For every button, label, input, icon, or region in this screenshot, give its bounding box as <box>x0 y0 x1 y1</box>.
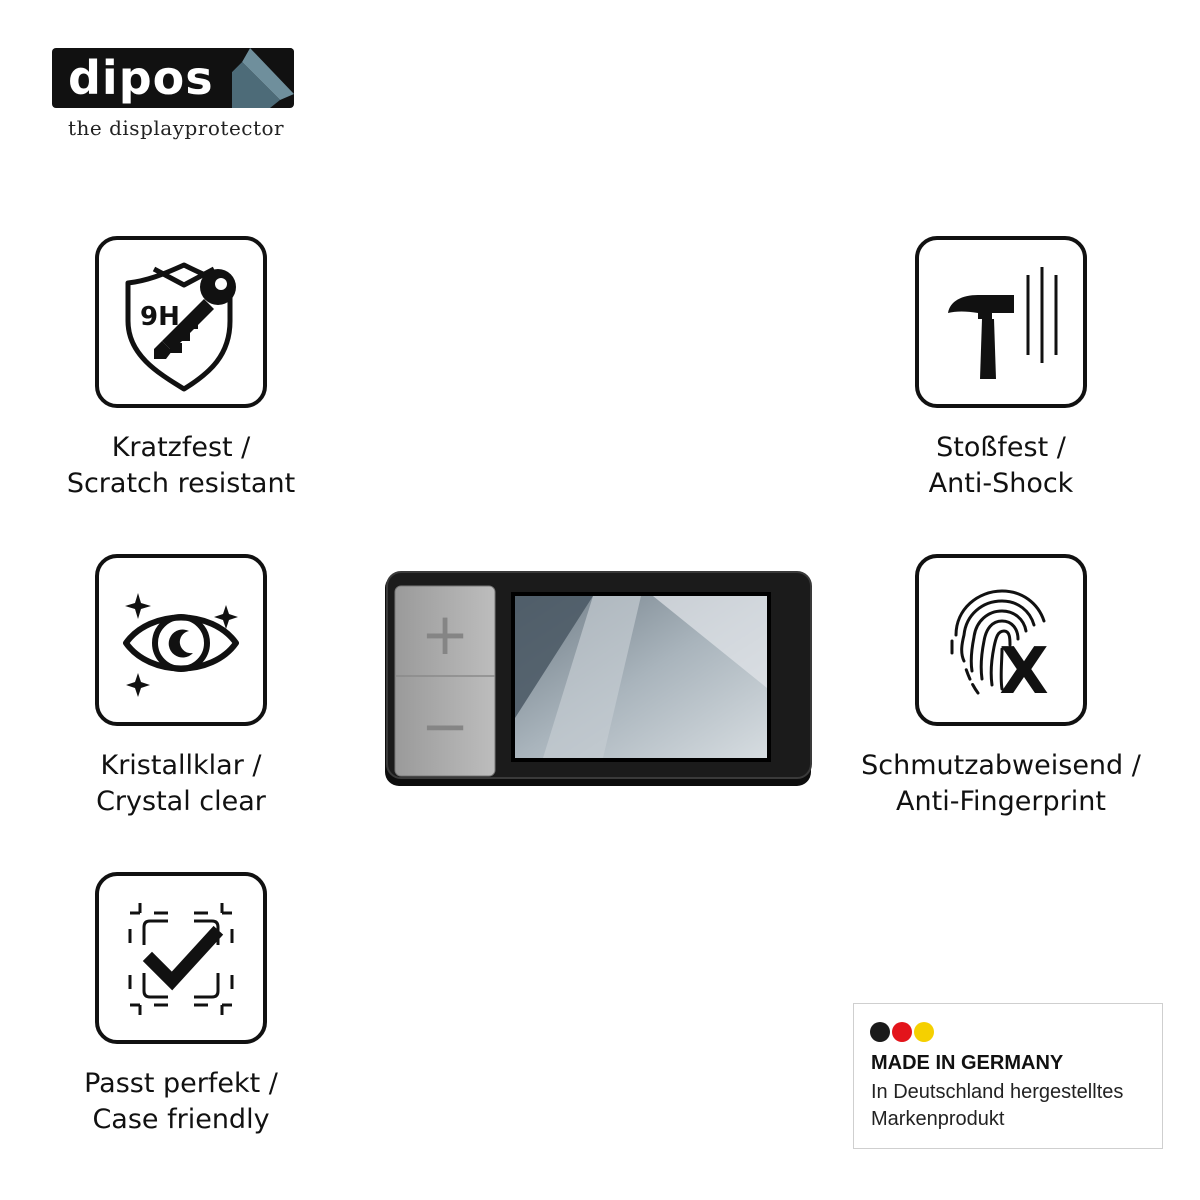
feature-icon-box: 9H <box>95 236 267 408</box>
logo-text: dipos <box>68 51 214 105</box>
made-in-line-1: In Deutschland hergestelltes <box>871 1081 1124 1103</box>
made-in-title: MADE IN GERMANY <box>871 1052 1064 1074</box>
feature-label-de: Stoßfest / <box>936 432 1066 463</box>
feature-label: Kristallklar / Crystal clear <box>31 748 331 820</box>
feature-icon-box <box>915 236 1087 408</box>
feature-icon-box <box>95 554 267 726</box>
feature-label-en: Scratch resistant <box>66 468 296 499</box>
feature-label: Kratzfest / Scratch resistant <box>31 430 331 502</box>
made-in-line-2: Markenprodukt <box>871 1108 1005 1130</box>
feature-label-de: Schmutzabweisend / <box>861 750 1141 781</box>
eye-sparkle-icon <box>123 593 239 697</box>
hammer-icon <box>948 267 1058 379</box>
feature-icon-box <box>95 872 267 1044</box>
feature-label: Passt perfekt / Case friendly <box>31 1066 331 1138</box>
feature-label-en: Crystal clear <box>96 786 266 817</box>
fingerprint-x-mark: X <box>999 635 1048 709</box>
feature-crystal-clear: Kristallklar / Crystal clear <box>31 554 331 820</box>
feature-label: Stoßfest / Anti-Shock <box>851 430 1151 502</box>
fingerprint-x-icon: X <box>950 589 1049 709</box>
feature-label-en: Case friendly <box>92 1104 270 1135</box>
feature-anti-shock: Stoßfest / Anti-Shock <box>851 236 1151 502</box>
peel-corner-icon <box>232 48 294 108</box>
flag-dot-gold <box>914 1022 934 1042</box>
hardness-badge: 9H <box>140 302 180 332</box>
logo-box: dipos <box>52 48 294 108</box>
feature-label-de: Kristallklar / <box>100 750 262 781</box>
flag-dots <box>870 1022 934 1042</box>
feature-label-de: Passt perfekt / <box>84 1068 278 1099</box>
plus-button: + <box>421 600 470 668</box>
flag-dot-black <box>870 1022 890 1042</box>
made-in-germany-badge: MADE IN GERMANY In Deutschland hergestel… <box>853 1003 1163 1149</box>
feature-label-de: Kratzfest / <box>111 432 251 463</box>
flag-dot-red <box>892 1022 912 1042</box>
shield-9h-key-icon: 9H <box>125 262 236 392</box>
feature-icon-box: X <box>915 554 1087 726</box>
feature-label-en: Anti-Fingerprint <box>896 786 1106 817</box>
feature-case-friendly: Passt perfekt / Case friendly <box>31 872 331 1138</box>
feature-label-en: Anti-Shock <box>928 468 1074 499</box>
minus-button: − <box>421 692 470 760</box>
feature-scratch-resistant: 9H Kratzfest / Scratch resistant <box>31 236 331 502</box>
brand-logo: dipos <box>52 48 294 112</box>
device-display-image: + − <box>385 571 812 786</box>
brand-tagline: the displayprotector <box>68 116 285 140</box>
frame-check-icon <box>128 903 234 1015</box>
feature-anti-fingerprint: X Schmutzabweisend / Anti-Fingerprint <box>841 554 1161 820</box>
feature-label: Schmutzabweisend / Anti-Fingerprint <box>841 748 1161 820</box>
